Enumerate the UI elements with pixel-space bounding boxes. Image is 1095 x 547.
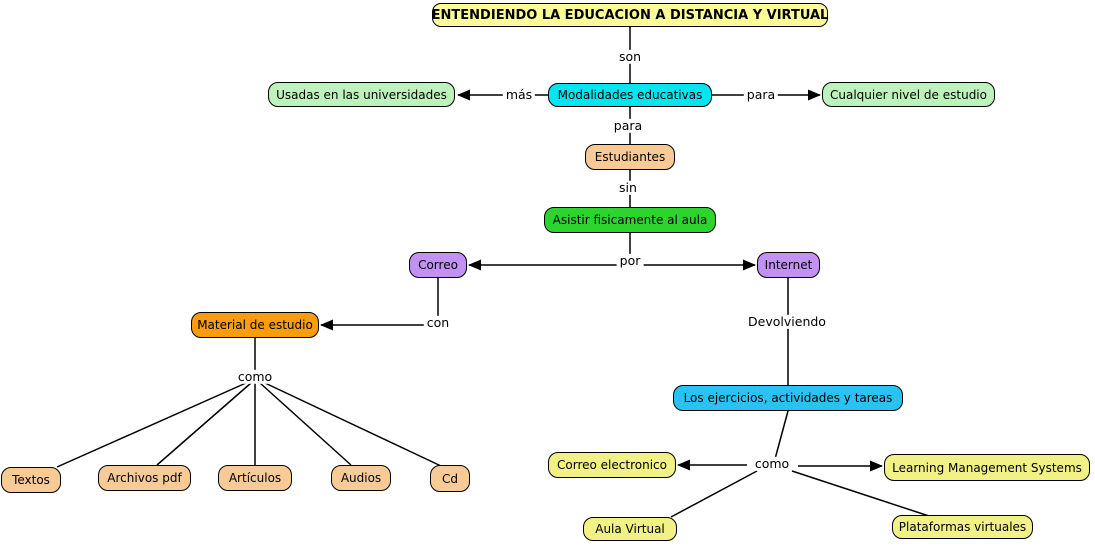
link-label-para-down[interactable]: para <box>610 118 646 134</box>
edge-como-audios <box>259 382 352 466</box>
node-articulos[interactable]: Artículos <box>218 465 292 491</box>
link-label-por[interactable]: por <box>616 253 644 269</box>
link-label-para-right[interactable]: para <box>743 87 779 103</box>
node-material-de-estudio[interactable]: Material de estudio <box>191 312 319 338</box>
edge-como-cd <box>264 382 442 467</box>
node-archivos-pdf[interactable]: Archivos pdf <box>98 465 191 491</box>
node-internet[interactable]: Internet <box>757 252 820 278</box>
node-cualquier-nivel-de-estudio[interactable]: Cualquier nivel de estudio <box>822 82 995 107</box>
node-correo[interactable]: Correo <box>409 252 467 278</box>
node-plataformas-virtuales[interactable]: Plataformas virtuales <box>892 515 1033 539</box>
link-label-sin[interactable]: sin <box>616 180 640 196</box>
edge-ejercicios-como <box>774 410 789 460</box>
edge-como-aula-virtual <box>670 470 758 518</box>
node-audios[interactable]: Audios <box>331 465 391 491</box>
edge-como-plataformas <box>791 470 930 517</box>
link-label-con[interactable]: con <box>423 315 453 331</box>
node-usadas-en-las-universidades[interactable]: Usadas en las universidades <box>268 82 455 107</box>
link-label-como-right[interactable]: como <box>751 456 793 472</box>
node-asistir-fisicamente-al-aula[interactable]: Asistir fisicamente al aula <box>544 207 716 233</box>
node-ejercicios-actividades-tareas[interactable]: Los ejercicios, actividades y tareas <box>673 385 903 411</box>
node-cd[interactable]: Cd <box>430 465 470 492</box>
node-textos[interactable]: Textos <box>1 467 61 493</box>
link-label-son[interactable]: son <box>615 49 645 65</box>
node-correo-electronico[interactable]: Correo electronico <box>548 452 676 478</box>
link-label-mas[interactable]: más <box>502 87 536 103</box>
link-label-como-left[interactable]: como <box>234 369 276 385</box>
node-aula-virtual[interactable]: Aula Virtual <box>583 517 677 541</box>
link-label-devolviendo[interactable]: Devolviendo <box>745 314 829 330</box>
node-title[interactable]: ENTENDIENDO LA EDUCACION A DISTANCIA Y V… <box>432 3 828 27</box>
node-modalidades-educativas[interactable]: Modalidades educativas <box>548 83 712 107</box>
edge-como-textos <box>56 382 247 468</box>
edge-como-archivos <box>156 382 252 466</box>
node-estudiantes[interactable]: Estudiantes <box>585 144 675 170</box>
node-learning-management-systems[interactable]: Learning Management Systems <box>884 454 1090 481</box>
